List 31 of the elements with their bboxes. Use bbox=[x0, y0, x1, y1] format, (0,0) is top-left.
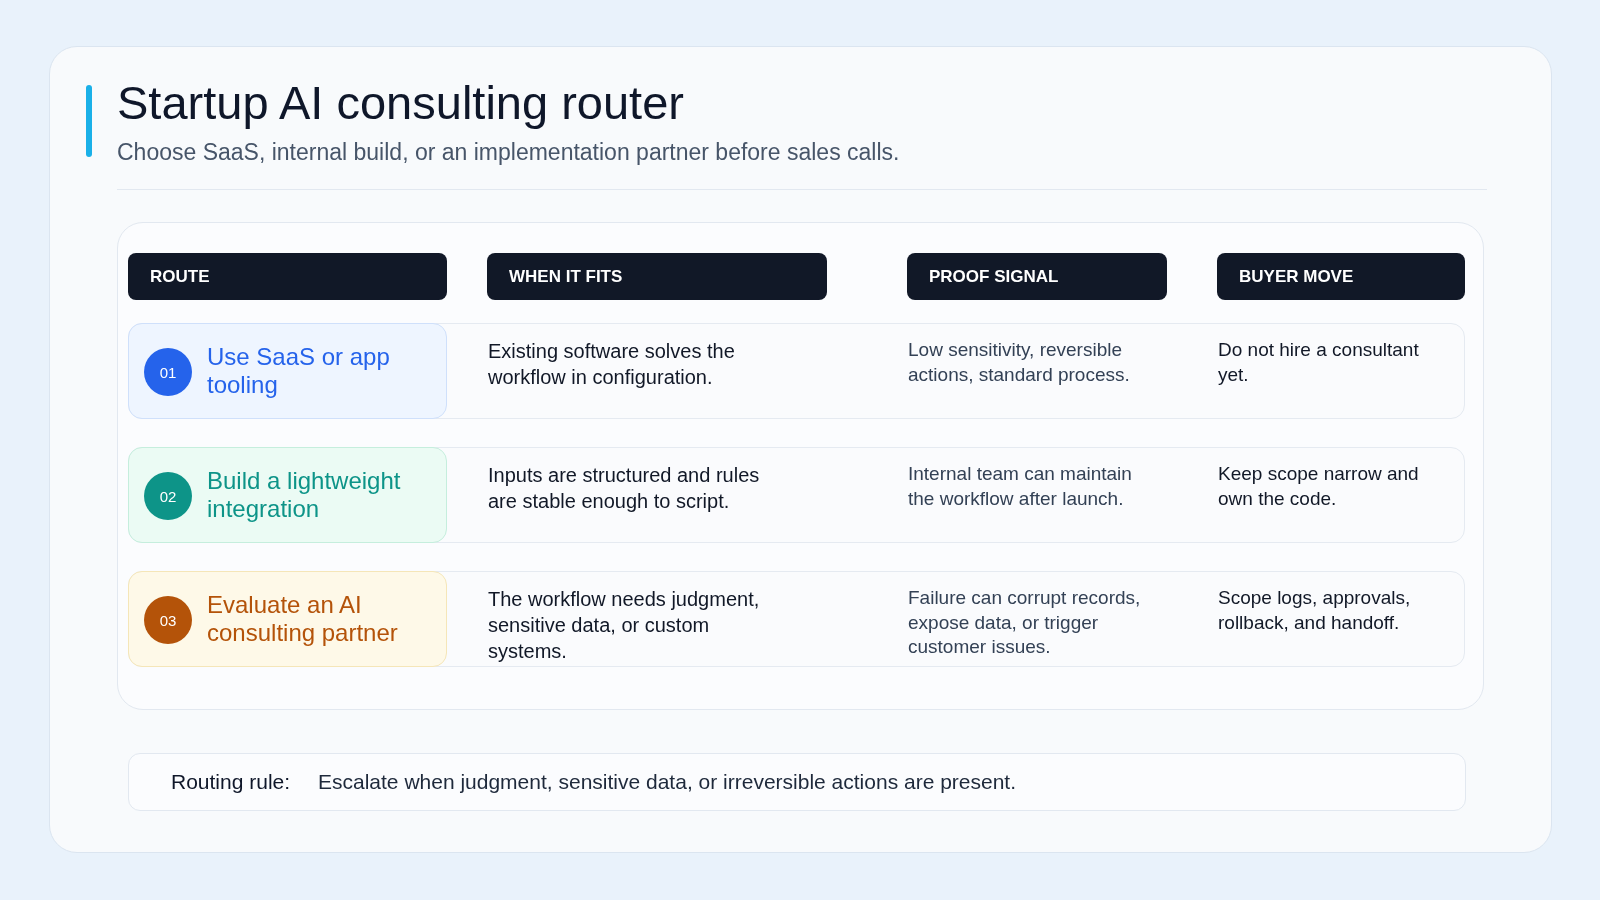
table-cell-text: Low sensitivity, reversible actions, standard process. bbox=[908, 338, 1131, 387]
table-cell-text: The workflow needs judgment, sensitive data, or custom systems. bbox=[488, 587, 761, 664]
table-cell-text: Scope logs, approvals, rollback, and handoff. bbox=[1218, 586, 1412, 635]
title: Startup AI consulting router bbox=[117, 75, 684, 130]
route-title: Use SaaS or app tooling bbox=[207, 342, 391, 400]
table-cell-text: Existing software solves the workflow in configuration. bbox=[488, 339, 736, 390]
rule-text: Escalate when judgment, sensitive data, or irreversible actions are present. bbox=[318, 770, 1017, 794]
table-row bbox=[128, 571, 1465, 667]
table-row bbox=[128, 447, 1465, 543]
table-cell-text: Do not hire a consultant yet. bbox=[1218, 338, 1420, 387]
route-card bbox=[128, 447, 447, 543]
column-header: WHEN IT FITS bbox=[487, 253, 827, 300]
route-title: Evaluate an AI consulting partner bbox=[207, 590, 399, 648]
subtitle: Choose SaaS, internal build, or an implementation partner before sales calls. bbox=[117, 139, 900, 166]
number-badge: 03 bbox=[144, 596, 192, 644]
table-cell-text: Failure can corrupt records, expose data, or trigger customer issues. bbox=[908, 586, 1142, 660]
rule-label: Routing rule: bbox=[171, 770, 292, 794]
table-cell-text: Inputs are structured and rules are stable enough to script. bbox=[488, 463, 761, 514]
route-card bbox=[128, 323, 447, 419]
table-cell-text: Keep scope narrow and own the code. bbox=[1218, 462, 1420, 511]
number-badge: 01 bbox=[144, 348, 192, 396]
column-header: ROUTE bbox=[128, 253, 447, 300]
number-badge: 02 bbox=[144, 472, 192, 520]
route-card bbox=[128, 571, 447, 667]
rule-bar bbox=[128, 753, 1466, 811]
table-row bbox=[128, 323, 1465, 419]
column-header: BUYER MOVE bbox=[1217, 253, 1465, 300]
table-cell-text: Internal team can maintain the workflow after launch. bbox=[908, 462, 1133, 511]
column-header: PROOF SIGNAL bbox=[907, 253, 1167, 300]
route-title: Build a lightweight integration bbox=[207, 466, 402, 524]
table-panel bbox=[117, 222, 1484, 710]
